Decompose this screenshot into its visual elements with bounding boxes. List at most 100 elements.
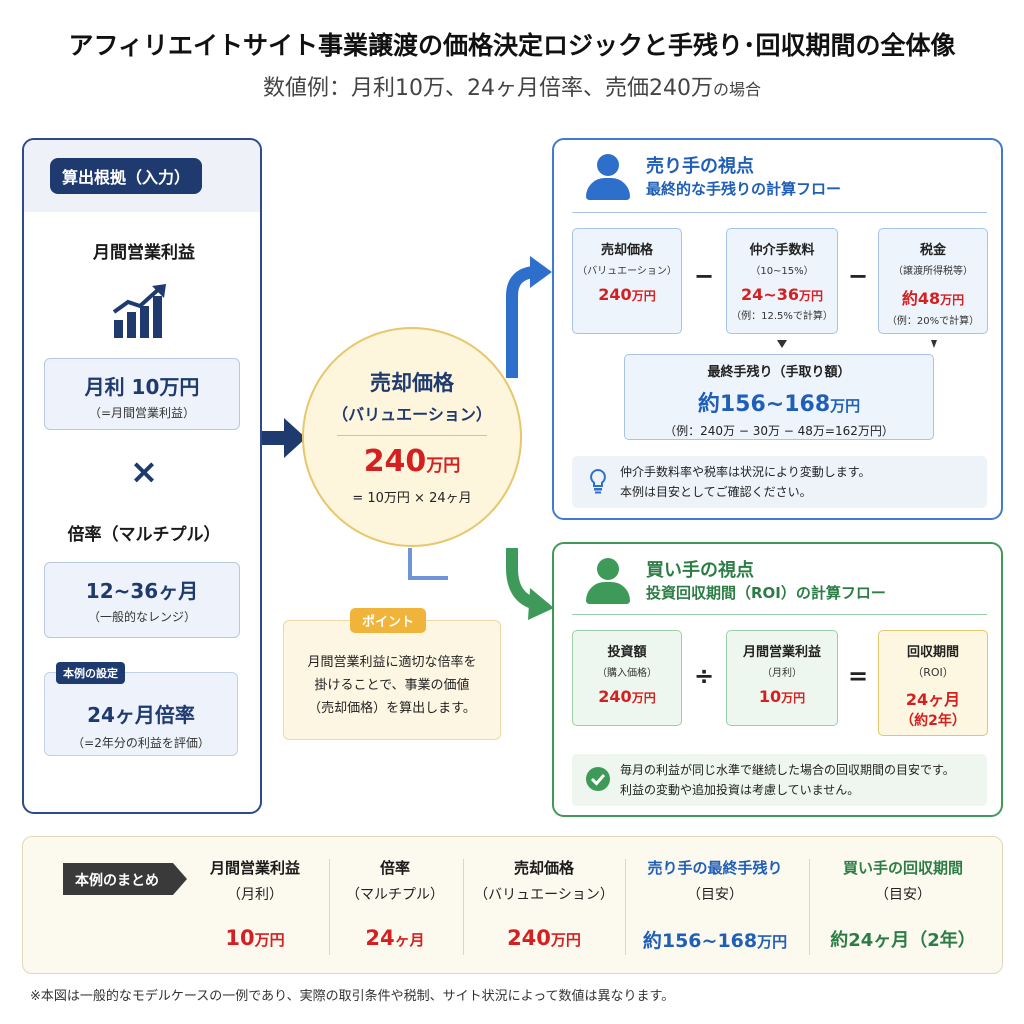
input-panel: 算出根拠（入力） 月間営業利益 月利 10万円 （=月間営業利益） × 倍率（マ… [22, 138, 262, 814]
profit-note: （=月間営業利益） [88, 406, 196, 420]
box-value-unit: 万円 [940, 293, 965, 307]
seller-commission-box: 仲介手数料 （10~15%） 24~36万円 （例：12.5%で計算） [726, 228, 838, 334]
seller-final-box: 最終手残り（手取り額） 約156~168万円 （例：240万 − 30万 − 4… [624, 354, 934, 440]
multiply-sign: × [129, 452, 159, 492]
summary-divider [329, 859, 330, 955]
seller-sale-price-box: 売却価格 （バリュエーション） 240万円 [572, 228, 682, 334]
buyer-profit-box: 月間営業利益 （月利） 10万円 [726, 630, 838, 726]
box-value-number: 約48 [901, 289, 941, 308]
valuation-title: 売却価格 [370, 371, 454, 395]
multiple-label: 倍率（マルチプル） [67, 525, 221, 545]
input-panel-header: 算出根拠（入力） [24, 140, 260, 212]
box-label: 仲介手数料 [749, 243, 815, 258]
buyer-title: 買い手の視点 [646, 560, 754, 581]
connector-line-icon [408, 548, 448, 580]
valuation-formula: = 10万円 × 24ヶ月 [352, 491, 472, 506]
box-label: 税金 [919, 243, 946, 258]
valuation-divider [337, 435, 487, 436]
multiple-range: 12~36ヶ月 [85, 579, 199, 603]
down-arrow-icon [931, 340, 937, 348]
box-value-number: 240 [598, 687, 632, 706]
buyer-person-icon [586, 558, 630, 604]
point-line: 掛けることで、事業の価値 [314, 678, 470, 693]
summary-sub: （目安） [875, 887, 931, 903]
summary-value-number: 24 [365, 926, 395, 950]
box-value-unit: 万円 [781, 691, 806, 705]
box-note: （例：20%で計算） [886, 316, 980, 327]
summary-col-profit: 月間営業利益 （月利） 10万円 [195, 857, 315, 950]
summary-value-number: 10 [225, 926, 255, 950]
point-line: 月間営業利益に適切な倍率を [307, 655, 477, 670]
valuation-subtitle: （バリュエーション） [332, 405, 492, 424]
summary-heading: 売り手の最終手残り [647, 859, 783, 877]
summary-value: 約24ヶ月（2年） [830, 930, 976, 951]
summary-heading: 買い手の回収期間 [842, 859, 963, 877]
box-value-unit: 万円 [631, 289, 656, 303]
setting-value: 24ヶ月倍率 [87, 703, 195, 727]
arrow-to-seller-icon [506, 256, 552, 378]
summary-divider [625, 859, 626, 955]
page-subtitle: 数値例：月利10万、24ヶ月倍率、売価240万の場合 [0, 70, 1024, 102]
profit-label: 月間営業利益 [93, 243, 195, 263]
box-sub: （譲渡所得税等） [893, 266, 973, 277]
profit-value: 月利 10万円 [84, 375, 200, 399]
seller-divider [572, 212, 987, 213]
footnote: ※本図は一般的なモデルケースの一例であり、実際の取引条件や税制、サイト状況によっ… [30, 989, 675, 1004]
box-value-unit: 万円 [631, 691, 656, 705]
profit-value-box: 月利 10万円 （=月間営業利益） [44, 358, 240, 430]
summary-tag: 本例のまとめ [63, 863, 187, 895]
seller-person-icon [586, 154, 630, 200]
valuation-circle: 売却価格 （バリュエーション） 240万円 = 10万円 × 24ヶ月 [302, 327, 522, 547]
down-arrow-icon [777, 340, 787, 348]
setting-tag: 本例の設定 [56, 662, 125, 684]
summary-value: 24ヶ月 [335, 926, 455, 950]
multiple-note: （一般的なレンジ） [87, 610, 196, 624]
buyer-panel: 買い手の視点 投資回収期間（ROI）の計算フロー 投資額 （購入価格） 240万… [552, 542, 1003, 817]
subtitle-suffix: の場合 [712, 80, 761, 99]
box-value: 24~36万円 [727, 285, 837, 304]
point-line: （売却価格）を算出します。 [308, 701, 476, 716]
setting-box: 24ヶ月倍率 （=2年分の利益を評価） [44, 672, 238, 756]
box-value: 24ヶ月 [905, 690, 961, 709]
box-sub: （ROI） [912, 666, 954, 679]
valuation-number: 240 [363, 444, 427, 479]
valuation-unit: 万円 [426, 456, 461, 476]
note-line: 毎月の利益が同じ水準で継続した場合の回収期間の目安です。 [620, 763, 955, 777]
seller-tax-box: 税金 （譲渡所得税等） 約48万円 （例：20%で計算） [878, 228, 988, 334]
input-tag: 算出根拠（入力） [50, 158, 203, 194]
box-label: 投資額 [607, 645, 647, 660]
summary-value-unit: ヶ月 [394, 931, 425, 949]
final-value-unit: 万円 [830, 397, 861, 415]
seller-note: 仲介手数料率や税率は状況により変動します。 本例は目安としてご確認ください。 [572, 456, 987, 508]
summary-value-number: 約156~168 [642, 930, 758, 952]
summary-col-buyer: 買い手の回収期間 （目安） 約24ヶ月（2年） [813, 857, 993, 952]
box-value-number: 24~36 [741, 285, 799, 304]
note-line: 仲介手数料率や税率は状況により変動します。 [620, 465, 871, 479]
buyer-investment-box: 投資額 （購入価格） 240万円 [572, 630, 682, 726]
buyer-roi-box: 回収期間 （ROI） 24ヶ月 （約2年） [878, 630, 988, 736]
point-tag: ポイント [350, 608, 427, 633]
summary-divider [809, 859, 810, 955]
summary-sub: （バリュエーション） [474, 887, 614, 903]
summary-value-unit: 万円 [757, 933, 788, 951]
box-sub: （バリュエーション） [577, 266, 677, 277]
box-value: 10万円 [727, 687, 837, 706]
arrow-to-buyer-icon [506, 548, 554, 620]
summary-col-seller: 売り手の最終手残り （目安） 約156~168万円 [627, 857, 803, 953]
box-label: 月間営業利益 [742, 645, 821, 660]
summary-sub: （マルチプル） [346, 887, 444, 903]
buyer-note: 毎月の利益が同じ水準で継続した場合の回収期間の目安です。 利益の変動や追加投資は… [572, 754, 987, 806]
summary-value-number: 240 [507, 926, 551, 950]
summary-col-valuation: 売却価格 （バリュエーション） 240万円 [469, 857, 619, 950]
final-label: 最終手残り（手取り額） [707, 365, 851, 380]
lightbulb-icon [590, 468, 606, 494]
box-value-number: 240 [598, 285, 632, 304]
summary-value-unit: 万円 [550, 931, 581, 949]
subtitle-main: 数値例：月利10万、24ヶ月倍率、売価240万 [263, 76, 713, 101]
minus-sign: − [848, 262, 869, 290]
check-icon [586, 767, 610, 791]
summary-value-unit: 万円 [254, 931, 285, 949]
box-value-secondary: （約2年） [900, 713, 966, 729]
box-label: 売却価格 [600, 243, 653, 258]
summary-col-multiple: 倍率 （マルチプル） 24ヶ月 [335, 857, 455, 950]
